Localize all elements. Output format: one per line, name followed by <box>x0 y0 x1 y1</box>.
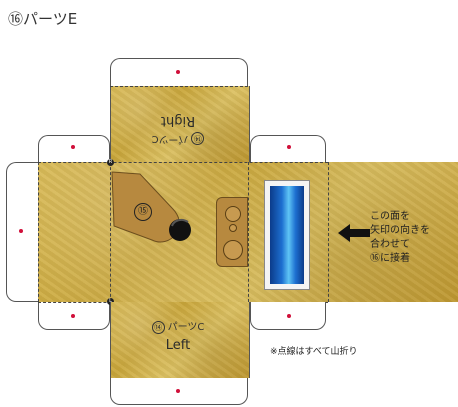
fold-line-top <box>110 86 248 87</box>
tab-piece-number: ⑮ <box>134 203 152 221</box>
top-panel <box>110 86 250 162</box>
marker-bottom: L <box>107 298 114 305</box>
blue-window-screen <box>270 186 304 284</box>
fold-line-right <box>328 162 329 302</box>
fold-note: ※点線はすべて山折り <box>270 347 358 357</box>
bottom-part-number: ⑭ <box>151 320 165 334</box>
instruction-line-1: この面を <box>370 211 410 222</box>
page-title: ⑯パーツE <box>8 10 78 28</box>
instruction-line-4: ⑯に接着 <box>370 253 410 264</box>
fold-line-mid <box>248 162 249 302</box>
bottom-panel <box>110 302 250 378</box>
left-top-tab-dot <box>71 145 75 149</box>
top-part-label: ⑭パーツC <box>128 132 228 149</box>
bottom-tab-dot <box>176 389 180 393</box>
plate-circle-top <box>225 206 241 222</box>
left-outer-tab-dot <box>19 229 23 233</box>
top-panel-labels: ⑭パーツC Right <box>128 98 228 148</box>
tab-piece-hole <box>169 219 191 241</box>
right-bottom-tab-dot <box>287 314 291 318</box>
top-part-number: ⑭ <box>191 132 205 146</box>
fold-line-outer-left <box>38 162 39 302</box>
tab-piece-hole-highlight <box>171 218 189 227</box>
left-arrow-icon <box>338 224 370 242</box>
plate-circle-bottom <box>223 240 243 260</box>
fold-line-left <box>110 162 111 302</box>
right-top-tab-dot <box>287 145 291 149</box>
tab-piece-15 <box>111 171 191 243</box>
plate-circle-mid <box>229 224 237 232</box>
instruction-line-3: 合わせて <box>370 239 410 250</box>
marker-top: R <box>107 159 114 166</box>
fold-line-band-top <box>38 162 328 163</box>
instruction-line-2: 矢印の向きを <box>370 225 430 236</box>
glue-instruction: この面を 矢印の向きを 合わせて ⑯に接着 <box>370 210 458 266</box>
top-tab-dot <box>176 70 180 74</box>
top-side-label: Right <box>160 113 196 129</box>
bottom-side-label: Left <box>165 337 191 353</box>
left-bottom-tab-dot <box>71 314 75 318</box>
